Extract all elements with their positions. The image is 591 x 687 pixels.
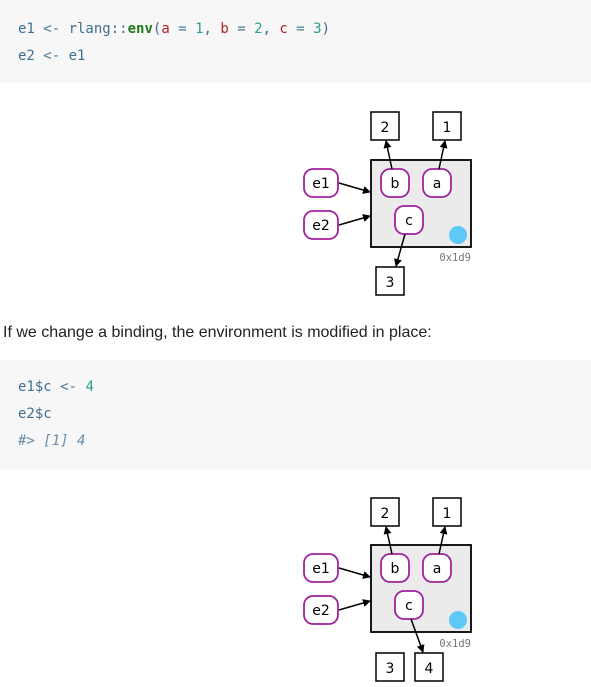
svg-text:e1: e1: [312, 561, 330, 577]
code-output: #> [1] 4: [18, 433, 86, 449]
code-token: e1$c: [18, 379, 52, 395]
code-line: e2$c: [18, 405, 52, 423]
arrow: [383, 140, 393, 170]
svg-text:a: a: [433, 561, 442, 577]
code-token: 4: [85, 379, 94, 395]
code-token: <-: [51, 379, 86, 395]
arrow: [383, 526, 393, 555]
binding-c: c: [394, 205, 424, 235]
svg-text:e2: e2: [312, 603, 330, 619]
svg-text:4: 4: [425, 661, 434, 677]
code-token: =: [228, 21, 255, 37]
arrow: [338, 599, 371, 611]
value-box: 2: [370, 497, 400, 527]
code-token: e2: [18, 48, 35, 64]
svg-text:3: 3: [386, 275, 395, 291]
code-token: =: [287, 21, 314, 37]
code-line: e1 <- rlang::env(a = 1, b = 2, c = 3): [18, 20, 330, 38]
svg-text:1: 1: [443, 506, 452, 522]
environment-dot: [449, 226, 467, 244]
environment-diagram-1: 2 1 3 0x1d9 b a c e1 e2: [303, 111, 472, 296]
code-block-1: e1 <- rlang::env(a = 1, b = 2, c = 3) e2…: [0, 0, 591, 83]
svg-text:e2: e2: [312, 218, 330, 234]
name-e1: e1: [303, 168, 339, 198]
code-token: ,: [203, 21, 221, 37]
binding-b: b: [380, 553, 410, 583]
value-box: 1: [432, 497, 462, 527]
svg-text:b: b: [391, 176, 400, 192]
code-token: e2$c: [18, 406, 52, 422]
value-box: 2: [370, 111, 400, 141]
code-token: ,: [262, 21, 280, 37]
code-token: <-: [34, 48, 69, 64]
arrow: [410, 618, 425, 653]
environment-address: 0x1d9: [439, 638, 471, 650]
environment-address: 0x1d9: [439, 252, 471, 264]
code-token: (: [152, 21, 162, 37]
code-token: 1: [195, 21, 204, 37]
arrow: [338, 567, 371, 579]
arrow: [394, 233, 406, 267]
svg-text:c: c: [405, 213, 413, 229]
arrow: [338, 214, 371, 226]
arrow: [438, 140, 448, 170]
svg-text:b: b: [391, 561, 400, 577]
svg-text:2: 2: [381, 506, 390, 522]
binding-c: c: [394, 590, 424, 620]
value-box: 4: [414, 652, 444, 682]
code-line: #> [1] 4: [18, 432, 85, 450]
environment-diagram-2: 2 1 3 4 0x1d9 b a c e1 e2: [303, 497, 472, 682]
code-token: env: [127, 21, 153, 37]
value-box: 1: [432, 111, 462, 141]
code-token: a: [161, 21, 170, 37]
environment-dot: [449, 611, 467, 629]
svg-text:3: 3: [386, 661, 395, 677]
code-token: =: [169, 21, 196, 37]
code-token: e1: [68, 48, 86, 64]
prose-paragraph: If we change a binding, the environment …: [3, 324, 432, 341]
svg-text:1: 1: [443, 120, 452, 136]
code-token: 3: [313, 21, 322, 37]
code-token: e1: [18, 21, 35, 37]
binding-a: a: [422, 553, 452, 583]
code-token: <-: [34, 21, 69, 37]
binding-a: a: [422, 168, 452, 198]
svg-text:e1: e1: [312, 176, 330, 192]
code-token: rlang::: [68, 21, 128, 37]
value-box: 3: [375, 652, 405, 682]
name-e2: e2: [303, 595, 339, 625]
svg-text:a: a: [433, 176, 442, 192]
name-e2: e2: [303, 210, 339, 240]
code-line: e1$c <- 4: [18, 378, 94, 396]
code-token: 2: [254, 21, 263, 37]
code-token: c: [279, 21, 288, 37]
svg-text:c: c: [405, 598, 413, 614]
value-box: 3: [375, 266, 405, 296]
code-token: b: [220, 21, 229, 37]
name-e1: e1: [303, 553, 339, 583]
arrow: [438, 526, 448, 555]
code-block-2: e1$c <- 4 e2$c #> [1] 4: [0, 360, 591, 470]
code-token: ): [321, 21, 330, 37]
svg-text:2: 2: [381, 120, 390, 136]
code-line: e2 <- e1: [18, 47, 85, 65]
binding-b: b: [380, 168, 410, 198]
arrow: [338, 182, 371, 194]
